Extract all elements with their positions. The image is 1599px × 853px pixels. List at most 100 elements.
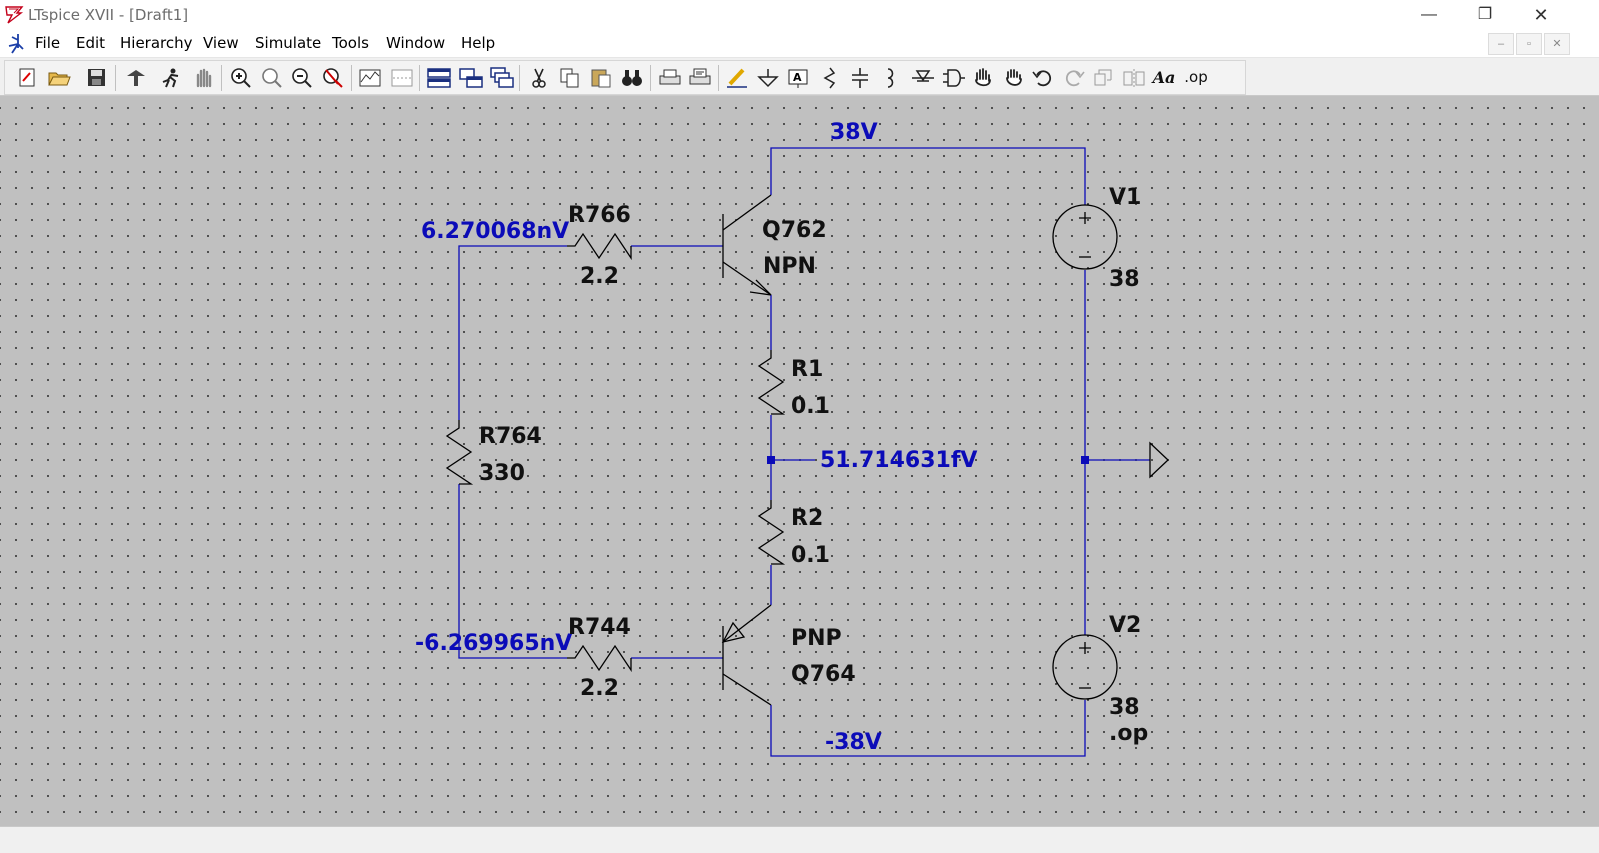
ground-icon[interactable] bbox=[755, 66, 781, 90]
npn-transistor-q762 bbox=[722, 194, 772, 296]
toolbar-separator bbox=[221, 65, 222, 91]
r744-value[interactable]: 2.2 bbox=[580, 676, 619, 701]
cascade-icon[interactable] bbox=[489, 66, 515, 90]
v1-name[interactable]: V1 bbox=[1109, 185, 1142, 210]
voltage-source-v2 bbox=[1052, 634, 1118, 700]
schematic-canvas[interactable]: 38V 6.270068nV 51.714631fV -6.269965nV -… bbox=[0, 96, 1599, 826]
find-icon[interactable] bbox=[619, 66, 645, 90]
autorange-icon[interactable] bbox=[357, 66, 383, 90]
paste-icon[interactable] bbox=[588, 66, 614, 90]
r764-name[interactable]: R764 bbox=[479, 424, 542, 449]
zoom-in-icon[interactable] bbox=[228, 66, 254, 90]
toolbar-separator bbox=[351, 65, 352, 91]
menu-window[interactable]: Window bbox=[386, 34, 446, 52]
junction-dot bbox=[1081, 456, 1089, 464]
mdi-close-button[interactable]: ✕ bbox=[1544, 33, 1570, 55]
r766-name[interactable]: R766 bbox=[568, 203, 631, 228]
r1-name[interactable]: R1 bbox=[791, 357, 824, 382]
q764-model[interactable]: PNP bbox=[791, 626, 842, 651]
wire bbox=[770, 700, 1086, 757]
r764-value[interactable]: 330 bbox=[479, 461, 525, 486]
component-icon[interactable] bbox=[940, 66, 966, 90]
schematic-drawing bbox=[445, 147, 1169, 757]
ltspice-logo-icon bbox=[5, 6, 24, 24]
toolbar-separator bbox=[519, 65, 520, 91]
redo-icon[interactable] bbox=[1061, 66, 1087, 90]
print-icon[interactable] bbox=[657, 66, 683, 90]
run-icon[interactable] bbox=[158, 66, 184, 90]
toolbar-separator bbox=[650, 65, 651, 91]
minimize-button[interactable]: — bbox=[1421, 6, 1437, 23]
spice-directive-icon[interactable]: .op bbox=[1184, 68, 1208, 86]
r744-name[interactable]: R744 bbox=[568, 615, 631, 640]
r766-value[interactable]: 2.2 bbox=[580, 264, 619, 289]
r2-value[interactable]: 0.1 bbox=[791, 543, 830, 568]
r2-name[interactable]: R2 bbox=[791, 506, 824, 531]
menu-hierarchy[interactable]: Hierarchy bbox=[120, 34, 193, 52]
status-bar bbox=[0, 826, 1599, 853]
rotate-icon[interactable] bbox=[1091, 66, 1117, 90]
resistor-r766-symbol bbox=[567, 232, 632, 261]
zoom-out-icon[interactable] bbox=[289, 66, 315, 90]
ground-flag-symbol bbox=[1149, 441, 1169, 479]
menu-file[interactable]: File bbox=[35, 34, 61, 52]
mdi-restore-button[interactable]: ▫ bbox=[1516, 33, 1542, 55]
menu-help[interactable]: Help bbox=[461, 34, 496, 52]
resistor-icon[interactable] bbox=[816, 66, 842, 90]
capacitor-icon[interactable] bbox=[847, 66, 873, 90]
zoom-full-icon[interactable] bbox=[259, 66, 285, 90]
net-label-base-bottom[interactable]: -6.269965nV bbox=[415, 631, 573, 656]
draw-wire-icon[interactable] bbox=[724, 66, 750, 90]
halt-icon[interactable] bbox=[190, 66, 216, 90]
wire bbox=[458, 484, 567, 659]
window-title: LTspice XVII - [Draft1] bbox=[28, 6, 189, 24]
resistor-r1-symbol bbox=[757, 350, 786, 415]
control-panel-icon[interactable] bbox=[123, 66, 149, 90]
undo-icon[interactable] bbox=[1030, 66, 1056, 90]
v2-value[interactable]: 38 bbox=[1109, 695, 1140, 720]
diode-icon[interactable] bbox=[910, 66, 936, 90]
move-icon[interactable] bbox=[970, 66, 996, 90]
tile-horizontal-icon[interactable] bbox=[426, 66, 452, 90]
menu-simulate[interactable]: Simulate bbox=[255, 34, 322, 52]
zoom-cancel-icon[interactable] bbox=[320, 66, 346, 90]
net-label-bottom-rail[interactable]: -38V bbox=[825, 730, 882, 755]
net-label-top-rail[interactable]: 38V bbox=[830, 120, 878, 145]
tile-vertical-icon[interactable] bbox=[458, 66, 484, 90]
print-preview-icon[interactable] bbox=[687, 66, 713, 90]
toolbar-separator bbox=[419, 65, 420, 91]
q762-name[interactable]: Q762 bbox=[762, 218, 827, 243]
svg-text:A: A bbox=[793, 71, 802, 84]
v1-value[interactable]: 38 bbox=[1109, 267, 1140, 292]
toolbar-separator bbox=[115, 65, 116, 91]
net-label-mid-node[interactable]: 51.714631fV bbox=[820, 448, 978, 473]
copy-icon[interactable] bbox=[557, 66, 583, 90]
mdi-minimize-button[interactable]: – bbox=[1488, 33, 1514, 55]
cut-icon[interactable] bbox=[526, 66, 552, 90]
new-schematic-icon[interactable] bbox=[15, 66, 41, 90]
restore-button[interactable]: ❐ bbox=[1477, 6, 1493, 23]
mirror-icon[interactable] bbox=[1121, 66, 1147, 90]
net-label-base-top[interactable]: 6.270068nV bbox=[421, 219, 570, 244]
inductor-icon[interactable] bbox=[877, 66, 903, 90]
q764-name[interactable]: Q764 bbox=[791, 662, 856, 687]
menu-edit[interactable]: Edit bbox=[76, 34, 106, 52]
open-icon[interactable] bbox=[46, 66, 72, 90]
drag-icon[interactable] bbox=[1000, 66, 1026, 90]
toolbar-strip: A Aa .op bbox=[4, 60, 1246, 95]
text-icon[interactable]: Aa bbox=[1152, 68, 1176, 87]
spice-directive-op[interactable]: .op bbox=[1109, 721, 1149, 746]
resistor-r2-symbol bbox=[757, 500, 786, 565]
document-icon bbox=[8, 34, 24, 54]
q762-model[interactable]: NPN bbox=[763, 254, 816, 279]
menu-tools[interactable]: Tools bbox=[332, 34, 369, 52]
save-icon[interactable] bbox=[84, 66, 110, 90]
close-button[interactable]: ✕ bbox=[1533, 5, 1549, 25]
menu-view[interactable]: View bbox=[203, 34, 239, 52]
label-net-icon[interactable]: A bbox=[785, 66, 811, 90]
r1-value[interactable]: 0.1 bbox=[791, 394, 830, 419]
junction-dot bbox=[767, 456, 775, 464]
waveform-icon[interactable] bbox=[389, 66, 415, 90]
pnp-transistor-q764 bbox=[721, 604, 772, 706]
v2-name[interactable]: V2 bbox=[1109, 613, 1142, 638]
